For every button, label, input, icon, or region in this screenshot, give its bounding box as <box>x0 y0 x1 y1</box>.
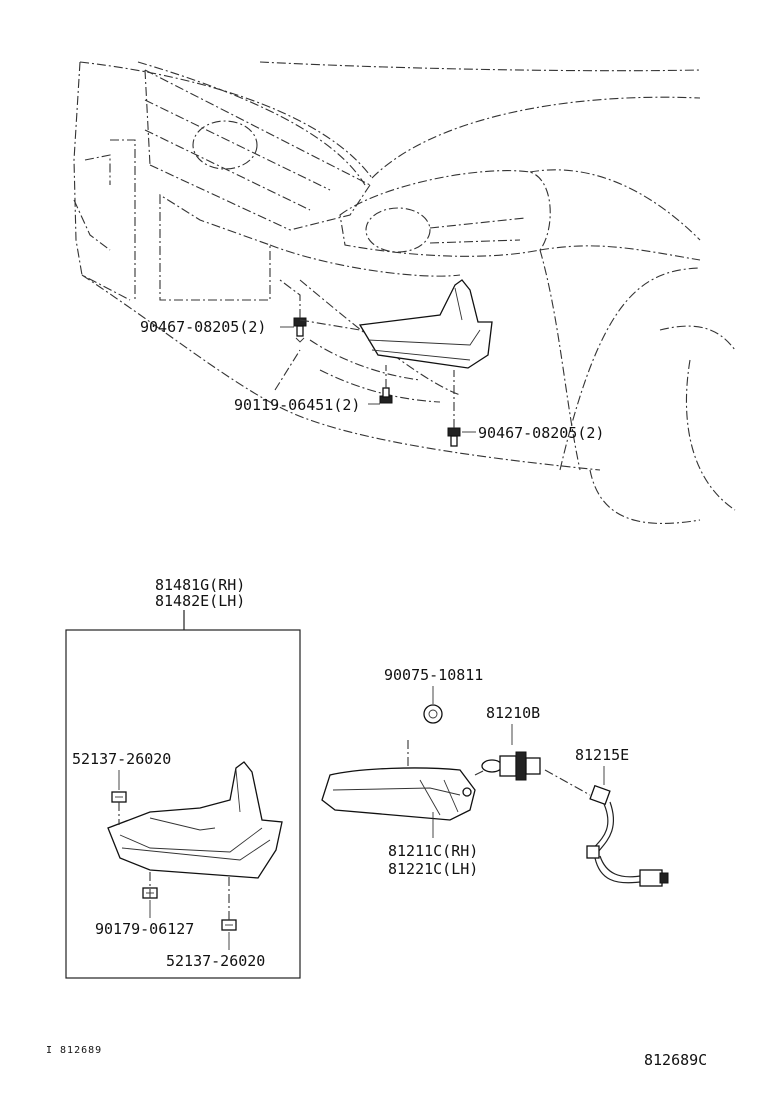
fog-lamp-installed-icon <box>358 279 493 369</box>
screw-icon <box>379 387 393 404</box>
lamp-cover-icon <box>107 761 283 879</box>
cover-assembly-box <box>65 629 301 979</box>
label-socket-81215e: 81215E <box>575 746 629 764</box>
label-screw-90119: 90119-06451(2) <box>234 396 360 414</box>
clip-nut-icon <box>221 919 237 931</box>
label-clip-90179: 90179-06127 <box>95 920 194 938</box>
label-cover-lh: 81482E(LH) <box>155 592 245 610</box>
label-bolt-90467-right: 90467-08205(2) <box>478 424 604 442</box>
bulb-icon <box>481 751 541 781</box>
label-gasket-90075: 90075-10811 <box>384 666 483 684</box>
clip-nut-icon <box>111 791 127 803</box>
car-front-outline <box>73 61 736 525</box>
figure-id: 812689C <box>644 1051 707 1069</box>
footer-code-left: I 812689 <box>46 1045 102 1056</box>
label-lamp-rh: 81211C(RH) <box>388 842 478 860</box>
label-nut-52137-top: 52137-26020 <box>72 750 171 768</box>
wire-harness-icon <box>586 784 669 887</box>
gasket-icon <box>423 704 443 724</box>
bolt-icon <box>447 427 461 447</box>
bolt-icon <box>293 317 307 343</box>
label-nut-52137-bottom: 52137-26020 <box>166 952 265 970</box>
fog-lamp-icon <box>321 767 476 821</box>
label-lamp-lh: 81221C(LH) <box>388 860 478 878</box>
label-cover-rh: 81481G(RH) <box>155 576 245 594</box>
label-bolt-90467-top: 90467-08205(2) <box>140 318 266 336</box>
label-bulb-81210b: 81210B <box>486 704 540 722</box>
